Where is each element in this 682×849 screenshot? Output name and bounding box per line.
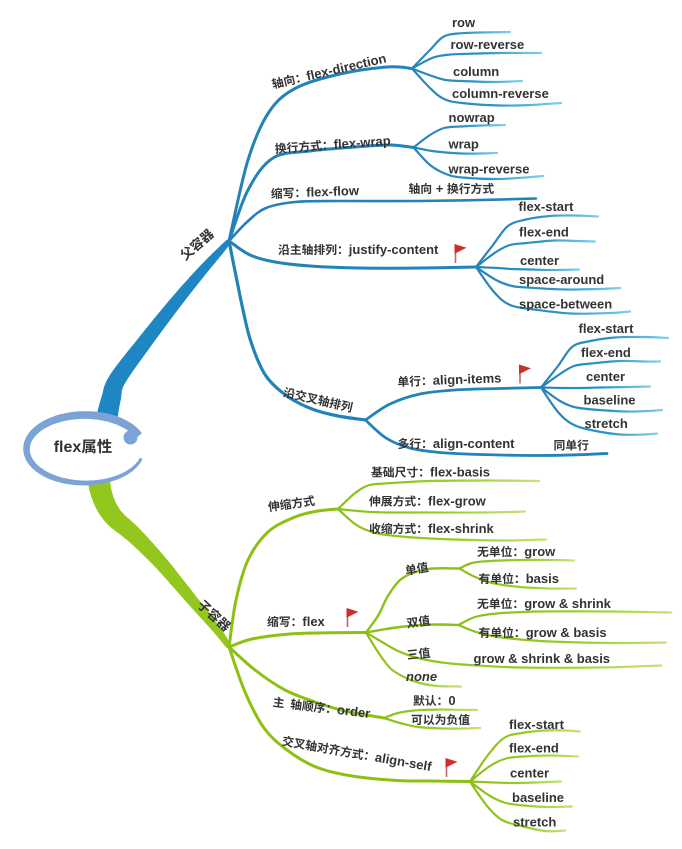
svg-text:justify-content: justify-content <box>348 242 439 257</box>
svg-text:flex-end: flex-end <box>519 225 569 240</box>
svg-text:space-between: space-between <box>519 297 612 312</box>
svg-text:flex-grow: flex-grow <box>428 494 487 509</box>
svg-text:baseline: baseline <box>512 790 564 805</box>
svg-text:center: center <box>520 253 559 268</box>
svg-text:flex-start: flex-start <box>579 321 635 336</box>
svg-text:baseline: baseline <box>584 393 636 408</box>
svg-text:flex-wrap: flex-wrap <box>333 133 391 152</box>
svg-text:wrap: wrap <box>448 137 479 152</box>
svg-text:column-reverse: column-reverse <box>452 86 549 101</box>
svg-text:flex-flow: flex-flow <box>306 183 360 200</box>
svg-text:column: column <box>453 64 499 79</box>
svg-text:grow & basis: grow & basis <box>526 625 607 640</box>
svg-text:basis: basis <box>526 571 559 586</box>
svg-text:none: none <box>406 669 437 684</box>
svg-text:grow & shrink & basis: grow & shrink & basis <box>474 651 611 666</box>
svg-text:flex-end: flex-end <box>509 741 559 756</box>
svg-text:flex-direction: flex-direction <box>305 50 388 83</box>
svg-text:0: 0 <box>448 693 455 708</box>
svg-text:wrap-reverse: wrap-reverse <box>448 162 530 177</box>
svg-text:row: row <box>452 15 476 30</box>
svg-text:align-content: align-content <box>433 436 515 451</box>
svg-text:align-items: align-items <box>432 370 501 387</box>
svg-text:flex-end: flex-end <box>581 345 631 360</box>
svg-text:row-reverse: row-reverse <box>451 37 525 52</box>
svg-text:flex: flex <box>54 439 82 456</box>
svg-text:flex-start: flex-start <box>519 199 575 214</box>
svg-text:flex-start: flex-start <box>509 717 565 732</box>
svg-text:flex-basis: flex-basis <box>430 465 490 480</box>
svg-text:flex-shrink: flex-shrink <box>428 521 495 536</box>
svg-text:order: order <box>336 702 371 721</box>
svg-text:+: + <box>432 181 447 196</box>
svg-text:space-around: space-around <box>519 272 604 287</box>
svg-text:grow & shrink: grow & shrink <box>524 596 611 611</box>
svg-text:stretch: stretch <box>585 416 628 431</box>
svg-text:stretch: stretch <box>513 815 556 830</box>
svg-text:grow: grow <box>524 544 556 559</box>
svg-text:center: center <box>510 766 549 781</box>
svg-text:align-self: align-self <box>374 749 433 774</box>
svg-text:nowrap: nowrap <box>449 110 495 125</box>
svg-text:center: center <box>586 369 625 384</box>
svg-text:flex: flex <box>302 614 325 629</box>
